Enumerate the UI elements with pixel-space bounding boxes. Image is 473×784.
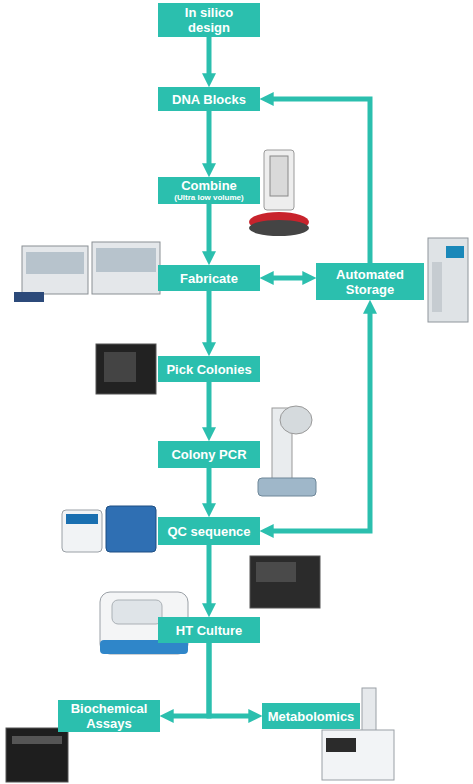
robot-left-deck bbox=[26, 252, 84, 274]
process-box: HT Culture bbox=[158, 617, 260, 643]
box-label: DNA Blocks bbox=[172, 92, 246, 107]
pcr-base bbox=[258, 478, 316, 496]
sequencer-large bbox=[250, 556, 320, 608]
sequencer-left-panel bbox=[66, 514, 98, 524]
dispenser-window bbox=[270, 156, 288, 196]
process-box: In silico design bbox=[158, 3, 260, 37]
box-label: Metabolomics bbox=[268, 709, 355, 724]
robot-illustration bbox=[14, 242, 160, 302]
picker-illustration bbox=[96, 344, 156, 394]
sequencer-right bbox=[106, 506, 156, 552]
box-sublabel: (Ultra low volume) bbox=[174, 193, 243, 203]
plate-reader-slot bbox=[12, 736, 62, 744]
process-box: DNA Blocks bbox=[158, 87, 260, 111]
box-label: Fabricate bbox=[180, 271, 238, 286]
box-label: HT Culture bbox=[176, 623, 242, 638]
flow-arrow bbox=[173, 643, 209, 716]
picker-body bbox=[96, 344, 156, 394]
robot-right bbox=[92, 242, 160, 294]
mass-spec-illustration bbox=[322, 688, 394, 780]
mass-spec-column bbox=[362, 688, 376, 732]
flow-arrow bbox=[207, 545, 212, 604]
freezer-door bbox=[432, 262, 442, 312]
flow-arrow bbox=[207, 37, 212, 74]
flow-arrow bbox=[209, 643, 249, 716]
process-box: Automated Storage bbox=[316, 263, 424, 300]
incubator-lid bbox=[112, 600, 162, 624]
mass-spec-body bbox=[322, 730, 394, 780]
process-box: Biochemical Assays bbox=[58, 700, 160, 732]
robot-right-deck bbox=[96, 248, 156, 272]
flow-arrow bbox=[207, 204, 212, 252]
box-label: Pick Colonies bbox=[166, 362, 251, 377]
flow-arrow bbox=[273, 313, 370, 531]
plate-reader-body bbox=[6, 728, 68, 782]
box-label: Biochemical Assays bbox=[68, 701, 150, 731]
box-label: QC sequence bbox=[167, 524, 250, 539]
flow-arrow bbox=[207, 382, 212, 428]
plate-reader-illustration bbox=[6, 728, 68, 782]
picker-window bbox=[104, 352, 136, 382]
mass-spec-panel bbox=[326, 738, 356, 752]
process-box: Colony PCR bbox=[158, 441, 260, 468]
freezer-screen bbox=[446, 246, 464, 258]
box-label: Colony PCR bbox=[171, 447, 246, 462]
sequencer-left bbox=[62, 510, 102, 552]
dispenser-foot bbox=[249, 220, 309, 236]
process-box: Fabricate bbox=[158, 265, 260, 291]
flow-arrow bbox=[273, 276, 303, 281]
dispenser-body bbox=[264, 150, 294, 210]
box-label: Automated Storage bbox=[326, 267, 414, 297]
sequencer-large-panel bbox=[256, 562, 296, 582]
flow-arrow bbox=[207, 291, 212, 343]
robot-left bbox=[22, 246, 88, 294]
freezer-illustration bbox=[428, 238, 468, 322]
process-box: Combine(Ultra low volume) bbox=[158, 177, 260, 204]
flow-arrow bbox=[273, 99, 370, 263]
flow-arrow bbox=[207, 468, 212, 504]
process-box: Pick Colonies bbox=[158, 356, 260, 382]
pcr-illustration bbox=[258, 406, 316, 496]
process-box: QC sequence bbox=[158, 517, 260, 545]
freezer-body bbox=[428, 238, 468, 322]
sequencer-illustration bbox=[62, 506, 320, 608]
box-label: Combine bbox=[181, 178, 237, 193]
robot-stacker bbox=[14, 292, 44, 302]
flow-arrow bbox=[207, 111, 212, 164]
pcr-lid bbox=[280, 406, 312, 434]
box-label: In silico design bbox=[176, 5, 242, 35]
process-box: Metabolomics bbox=[262, 703, 360, 729]
